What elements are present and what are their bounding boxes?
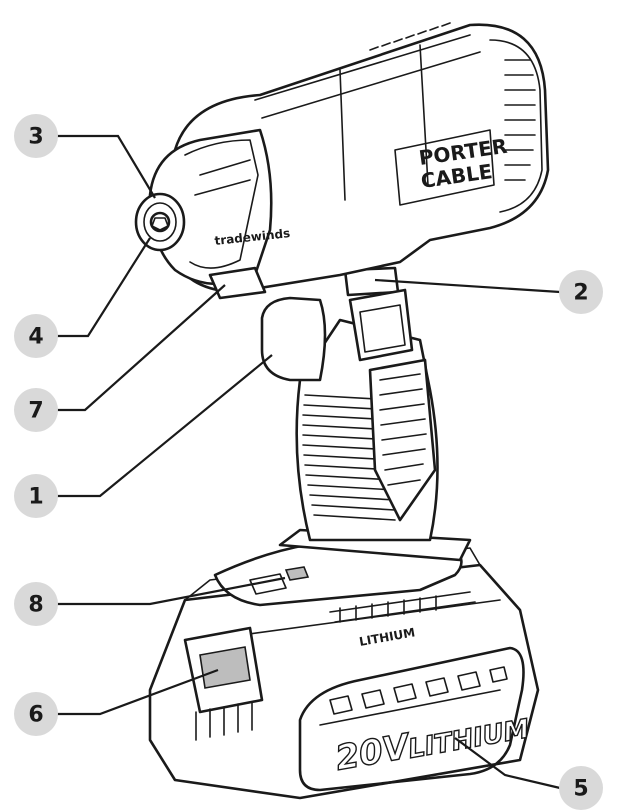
trigger [260, 296, 327, 382]
tool-handle [295, 318, 439, 542]
callout-4-label: 4 [28, 325, 43, 350]
callout-6: 6 [14, 692, 58, 736]
callout-7-label: 7 [28, 399, 43, 424]
handle-grip-ribs [302, 394, 396, 521]
callout-3-label: 3 [28, 125, 43, 150]
callout-2-label: 2 [573, 281, 588, 306]
battery-release-latch [183, 626, 264, 741]
callout-8-label: 8 [28, 593, 43, 618]
callout-2: 2 [559, 270, 603, 314]
rear-vents [489, 39, 543, 213]
bit-holder [149, 211, 171, 233]
callout-5: 5 [559, 766, 603, 810]
callout-7: 7 [14, 388, 58, 432]
direction-switch [343, 266, 414, 362]
callout-1-label: 1 [28, 485, 43, 510]
callout-5-label: 5 [573, 777, 588, 802]
callout-1: 1 [14, 474, 58, 518]
callout-4: 4 [14, 314, 58, 358]
leader-lines [56, 134, 561, 790]
battery-pack: 20V LITHIUM LITHIUM [148, 547, 540, 800]
battery-ridges [329, 666, 508, 715]
callout-8: 8 [14, 582, 58, 626]
callout-6-label: 6 [28, 703, 43, 728]
callout-3: 3 [14, 114, 58, 158]
